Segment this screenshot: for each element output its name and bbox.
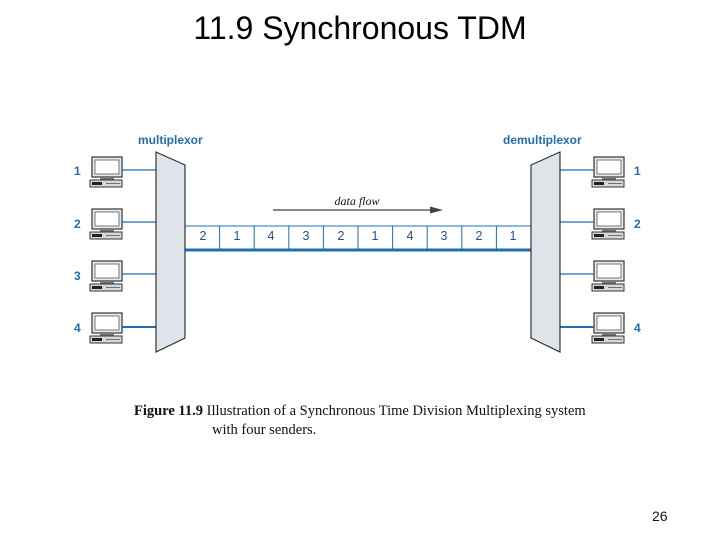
data-flow-label: data flow: [334, 194, 379, 208]
data-flow-arrowhead: [430, 206, 443, 214]
figure-label: Figure 11.9: [134, 403, 204, 419]
sender-number: 1: [74, 164, 81, 178]
page-number: 26: [652, 508, 668, 524]
sender-computer-icon: [89, 312, 123, 344]
multiplexor-device: [155, 151, 186, 353]
slot-dividers: [219, 226, 497, 249]
demultiplexor-label: demultiplexor: [503, 133, 582, 147]
slide-title: 11.9 Synchronous TDM: [193, 10, 527, 46]
slot-label: 2: [338, 229, 345, 243]
figure-caption: Figure 11.9 Illustration of a Synchronou…: [134, 402, 586, 440]
receiver-number: 4: [634, 321, 641, 335]
receiver-number: 1: [634, 164, 641, 178]
slot-label: 2: [476, 229, 483, 243]
multiplexor-label: multiplexor: [138, 133, 203, 147]
receiver-number: 2: [634, 217, 641, 231]
slot-label: 3: [303, 229, 310, 243]
receiver-computer-icon: [591, 156, 625, 188]
slot-label: 2: [200, 229, 207, 243]
caption-line-1: Illustration of a Synchronous Time Divis…: [203, 403, 586, 419]
receiver-computer-icon: [591, 208, 625, 240]
sender-computer-icon: [89, 208, 123, 240]
caption-line-2: with four senders.: [212, 422, 317, 438]
slot-label: 1: [510, 229, 517, 243]
demultiplexor-device: [530, 151, 561, 353]
sender-number: 2: [74, 217, 81, 231]
slot-label: 1: [372, 229, 379, 243]
receiver-computer-icon: [591, 312, 625, 344]
slot-label: 4: [268, 229, 275, 243]
sender-computer-icon: [89, 156, 123, 188]
slot-label: 3: [441, 229, 448, 243]
sender-computer-icon: [89, 260, 123, 292]
slot-label: 1: [234, 229, 241, 243]
sender-number: 4: [74, 321, 81, 335]
receiver-computer-icon: [591, 260, 625, 292]
slot-label: 4: [407, 229, 414, 243]
sender-number: 3: [74, 269, 81, 283]
